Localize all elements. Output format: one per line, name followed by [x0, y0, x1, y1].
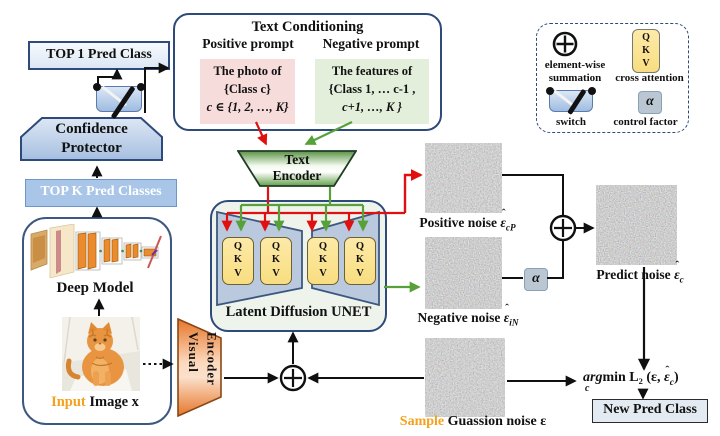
arrow-unet-to-positive-noise [403, 169, 423, 213]
line-positive-noise-to-sum [502, 174, 564, 215]
cross-attention-legend-label: cross attention [615, 72, 684, 84]
sample-noise-label: Sample Guassion noise ε [378, 414, 568, 430]
sum-legend-l2: summation [548, 71, 602, 84]
input-image-label: Input Image x [22, 394, 168, 411]
text-conditioning-box: Text Conditioning Positive prompt Negati… [173, 13, 442, 131]
control-factor-legend-icon: α [638, 91, 662, 114]
arrow-switch-to-textconditioning [144, 62, 170, 113]
positive-prompt-l2: {Class c} [223, 82, 271, 97]
confidence-protector-box: Confidence Protector [20, 117, 163, 162]
sum-icon-bottom [279, 364, 307, 392]
line-alpha-to-sum [547, 241, 564, 279]
positive-prompt-l3: c ∈ {1, 2, …, K} [206, 100, 289, 115]
cnn-architecture-icon [30, 224, 162, 278]
visual-encoder-label-l2: Encoder [204, 332, 220, 386]
gaussian-noise-words: Guassion noise ε [447, 414, 547, 429]
top1-pred-class-box: TOP 1 Pred Class [28, 41, 170, 70]
positive-noise-image [425, 143, 502, 213]
switch-legend-icon [546, 87, 596, 115]
positive-prompt-box: The photo of {Class c} c ∈ {1, 2, …, K} [200, 59, 295, 124]
sample-noise-image [425, 338, 505, 417]
predict-noise-image [596, 185, 677, 265]
sum-icon-top [549, 214, 577, 242]
confidence-switch-icon [93, 83, 145, 119]
element-wise-sum-icon [552, 31, 578, 57]
image-x-word: Image x [89, 394, 139, 410]
text-encoder-label-l1: Text [284, 152, 310, 167]
visual-encoder-label-l1: Visual [186, 332, 202, 373]
topk-pred-classes-box: TOP K Pred Classes [25, 179, 177, 207]
negative-prompt-box: The features of {Class 1, … c-1 , c+1, …… [315, 59, 429, 124]
negative-prompt-header: Negative prompt [322, 36, 420, 51]
control-factor-box: α [524, 268, 548, 291]
new-pred-class-box: New Pred Class [592, 399, 708, 423]
negative-prompt-l1: The features of [331, 64, 413, 78]
confidence-protector-line1: Confidence [55, 121, 128, 137]
sample-word: Sample [399, 414, 445, 429]
visual-encoder-shape [177, 318, 222, 417]
visual-encoder-box: Visual Encoder [177, 318, 222, 417]
sum-legend-l1: element-wise [544, 59, 606, 71]
text-encoder-shape [237, 150, 357, 187]
input-word: Input [51, 394, 86, 410]
text-conditioning-title: Text Conditioning [251, 19, 364, 35]
deep-model-label: Deep Model [56, 280, 134, 296]
text-encoder-box: Text Encoder [237, 150, 357, 187]
visual-encoder-label: Visual Encoder [184, 332, 220, 408]
input-cat-image [62, 317, 140, 391]
negative-prompt-l2: {Class 1, … c-1 , [328, 82, 416, 97]
unet-label: Latent Diffusion UNET [225, 304, 372, 320]
control-factor-legend-label: control factor [613, 116, 678, 128]
switch-legend-label: switch [556, 116, 586, 128]
positive-prompt-header: Positive prompt [202, 36, 294, 51]
negative-noise-image [425, 237, 502, 309]
text-encoder-label-l2: Encoder [272, 168, 322, 184]
positive-prompt-l1: The photo of [213, 64, 282, 78]
negative-prompt-l3: c+1, …, K } [342, 100, 402, 115]
confidence-protector-shape [20, 117, 163, 161]
confidence-protector-line2: Protector [61, 139, 122, 156]
